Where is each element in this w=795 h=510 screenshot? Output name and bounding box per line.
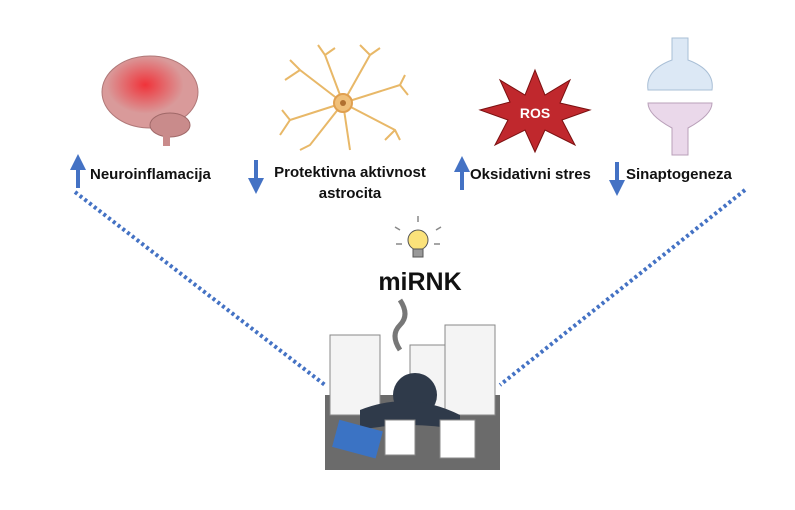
effect-label-astrocita: Protektivna aktivnost astrocita xyxy=(274,164,426,202)
ros-icon: ROS xyxy=(478,68,592,154)
brain-icon xyxy=(101,55,199,146)
center-label: miRNK xyxy=(378,268,462,296)
effect-label-oksidativni-stres: Oksidativni stres xyxy=(470,166,591,183)
ros-text: ROS xyxy=(520,105,550,121)
dotted-connector-left xyxy=(73,190,327,387)
dotted-connector-right xyxy=(498,188,747,387)
synapse-icon xyxy=(647,37,713,156)
astrocyte-icon xyxy=(279,44,409,151)
effect-label-neuroinflamacija: Neuroinflamacija xyxy=(90,166,211,183)
effect-label-sinaptogeneza: Sinaptogeneza xyxy=(626,166,732,183)
stressed-student-illustration xyxy=(325,298,500,470)
lightbulb-icon xyxy=(394,216,442,258)
